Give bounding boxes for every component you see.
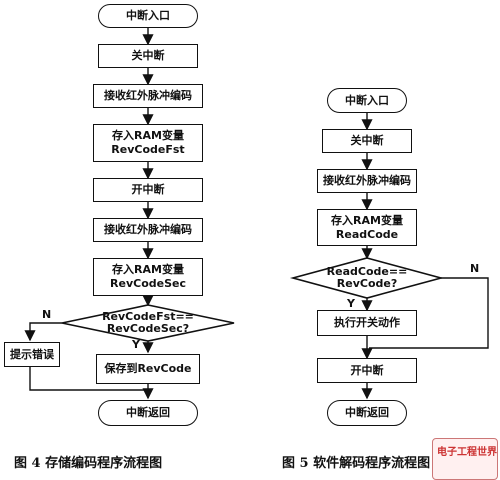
fig5-decision-line1: ReadCode== — [326, 265, 408, 278]
fig4-save-label: 保存到RevCode — [104, 362, 192, 375]
fig4-store-sec-line1: 存入RAM变量 — [112, 263, 184, 276]
fig4-save-box: 保存到RevCode — [96, 354, 200, 384]
fig5-decision-text: ReadCode== RevCode? — [317, 266, 417, 290]
fig4-store-sec-box: 存入RAM变量 RevCodeSec — [93, 258, 203, 296]
fig4-yes-label: Y — [132, 338, 140, 351]
fig4-decision-line2: RevCodeSec? — [106, 322, 190, 335]
fig4-decision-text: RevCodeFst== RevCodeSec? — [88, 311, 208, 335]
fig5-decision-line2: RevCode? — [336, 277, 398, 290]
fig4-receive-label-1: 接收红外脉冲编码 — [104, 89, 192, 102]
fig5-enable-interrupt-label: 开中断 — [350, 363, 384, 377]
fig4-error-label: 提示错误 — [10, 347, 54, 361]
fig4-disable-interrupt-box: 关中断 — [98, 44, 198, 68]
fig4-start-terminal: 中断入口 — [98, 4, 198, 28]
fig4-store-fst-box: 存入RAM变量 RevCodeFst — [93, 124, 203, 162]
watermark-logo: 电子工程世界 — [432, 438, 498, 480]
fig5-store-line1: 存入RAM变量 — [331, 213, 403, 227]
fig5-no-label: N — [470, 262, 480, 275]
fig5-store-box: 存入RAM变量 ReadCode — [317, 209, 417, 246]
fig4-decision-line1: RevCodeFst== — [102, 310, 194, 323]
fig4-decision-shape — [61, 304, 235, 342]
fig5-start-terminal: 中断入口 — [327, 88, 407, 113]
fig4-receive-label-2: 接收红外脉冲编码 — [104, 223, 192, 236]
fig5-enable-interrupt-box: 开中断 — [317, 358, 417, 383]
watermark-text: 电子工程世界 — [437, 447, 497, 458]
fig4-store-fst-line1: 存入RAM变量 — [112, 129, 184, 142]
fig4-disable-interrupt-label: 关中断 — [131, 49, 165, 62]
fig4-receive-box-2: 接收红外脉冲编码 — [93, 218, 203, 242]
fig4-end-label: 中断返回 — [126, 406, 170, 419]
fig5-receive-label: 接收红外脉冲编码 — [323, 174, 411, 187]
fig5-action-box: 执行开关动作 — [317, 310, 417, 336]
fig5-end-terminal: 中断返回 — [327, 400, 407, 426]
fig4-end-terminal: 中断返回 — [98, 400, 198, 426]
fig4-store-sec-line2: RevCodeSec — [110, 277, 186, 290]
fig4-enable-interrupt-label: 开中断 — [131, 183, 165, 196]
fig5-end-label: 中断返回 — [345, 406, 389, 419]
fig4-no-label: N — [42, 308, 52, 321]
fig4-enable-interrupt-box: 开中断 — [93, 178, 203, 202]
fig5-receive-box: 接收红外脉冲编码 — [317, 169, 417, 193]
fig4-error-box: 提示错误 — [4, 342, 60, 367]
fig5-caption: 图 5 软件解码程序流程图 — [282, 456, 431, 471]
fig5-disable-interrupt-label: 关中断 — [350, 134, 384, 147]
fig5-action-label: 执行开关动作 — [334, 316, 400, 329]
fig5-store-line2: ReadCode — [335, 227, 399, 241]
fig4-start-label: 中断入口 — [126, 9, 170, 22]
fig4-receive-box-1: 接收红外脉冲编码 — [93, 84, 203, 108]
fig5-yes-label: Y — [347, 297, 355, 310]
fig4-store-fst-line2: RevCodeFst — [111, 143, 185, 156]
fig4-caption: 图 4 存储编码程序流程图 — [14, 456, 163, 471]
fig5-start-label: 中断入口 — [345, 93, 389, 107]
fig5-decision-shape — [289, 257, 445, 299]
fig5-disable-interrupt-box: 关中断 — [322, 129, 412, 153]
